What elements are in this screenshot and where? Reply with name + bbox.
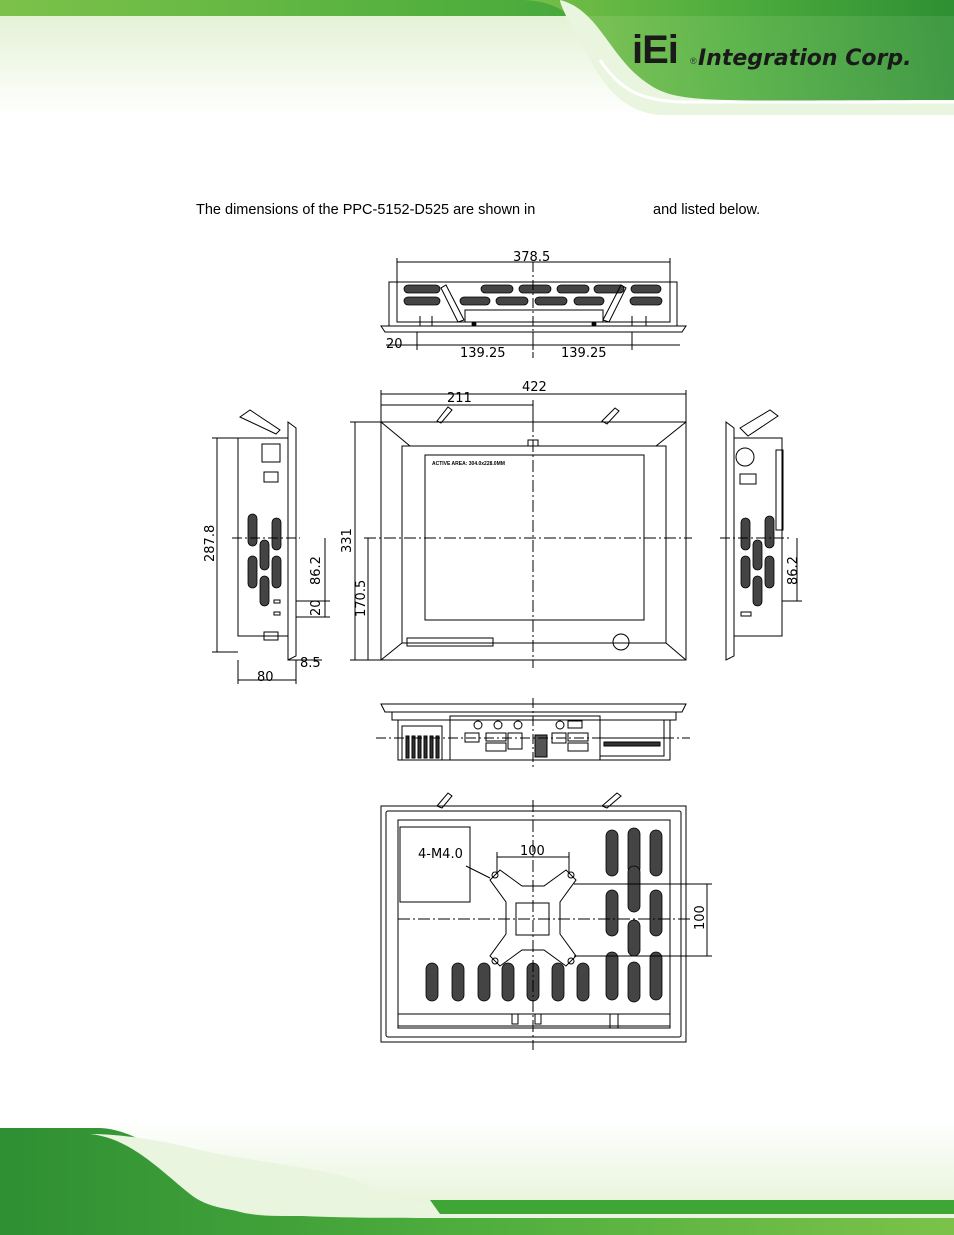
company-name: Integration Corp. <box>698 46 912 71</box>
active-area-label: ACTIVE AREA: 304.0x228.0MM <box>432 461 505 467</box>
dim-left-offset-a: 86.2 <box>309 556 324 585</box>
dim-left-depth: 80 <box>257 670 274 685</box>
header-banner-graphic <box>0 0 954 115</box>
dim-top-span-a: 139.25 <box>460 346 506 361</box>
dim-right-offset: 86.2 <box>786 556 801 585</box>
dim-rear-vesa-height: 100 <box>693 905 708 930</box>
page-footer <box>0 1120 954 1235</box>
dim-rear-vesa-width: 100 <box>520 844 545 859</box>
dim-front-width: 422 <box>522 380 547 395</box>
left-side-view <box>212 409 330 684</box>
logo-mark: iEi <box>632 28 679 72</box>
dim-top-left-offset: 20 <box>386 337 403 352</box>
bottom-io-view <box>376 698 690 768</box>
right-side-view <box>720 409 802 661</box>
logo-mark-text: iEi <box>632 28 679 72</box>
intro-text-start: The dimensions of the PPC-5152-D525 are … <box>196 202 536 218</box>
dim-rear-screw: 4-M4.0 <box>418 847 463 862</box>
dim-left-height: 287.8 <box>203 525 218 562</box>
intro-text-end: and listed below. <box>653 202 761 218</box>
dim-front-half-width: 211 <box>447 391 472 406</box>
dim-top-span-b: 139.25 <box>561 346 607 361</box>
company-logo: iEi ® Integration Corp. <box>632 30 922 74</box>
footer-banner-graphic <box>0 1120 954 1235</box>
page-header: iEi ® Integration Corp. <box>0 0 954 115</box>
registered-mark: ® <box>690 56 697 66</box>
front-view <box>350 390 692 668</box>
dim-left-bezel: 8.5 <box>300 656 321 671</box>
dim-front-height: 331 <box>340 528 355 553</box>
rear-view <box>380 792 712 1050</box>
dim-top-width: 378.5 <box>513 250 550 265</box>
dim-left-offset-b: 20 <box>309 599 324 616</box>
top-view <box>380 258 687 358</box>
dim-front-lower-height: 170.5 <box>354 580 369 617</box>
